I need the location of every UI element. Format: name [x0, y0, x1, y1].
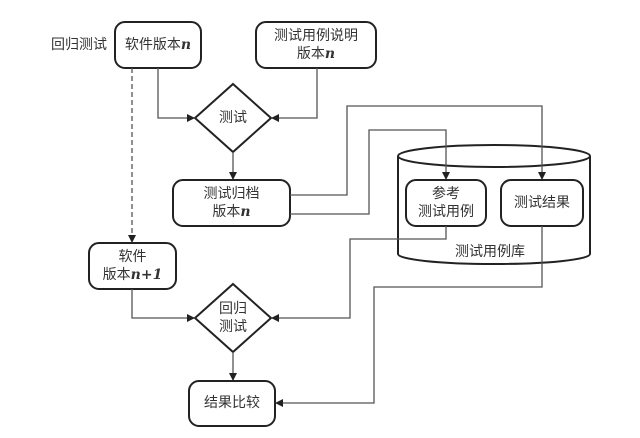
- label-var: n: [240, 204, 251, 220]
- label-test-results: 测试结果: [514, 195, 570, 211]
- label-line1: 参考: [432, 186, 460, 202]
- edge-software-n1-to-regression: [131, 289, 195, 322]
- label-var: n: [180, 37, 192, 53]
- edge-results-to-compare: [275, 226, 543, 407]
- label-software-v-n: 软件版本n: [115, 36, 201, 54]
- label-software-v-n1: 软件 版本n+1: [89, 248, 176, 284]
- label-test-archive: 测试归档 版本n: [173, 185, 290, 221]
- cylinder-top: [397, 144, 591, 168]
- label-regression-decision: 回归 测试: [195, 300, 271, 336]
- box-test-archive: [172, 179, 291, 227]
- box-test-case-spec: [255, 21, 377, 69]
- edge-archive-to-reference: [290, 129, 450, 215]
- label-var: n: [324, 46, 336, 62]
- label-test-case-spec: 测试用例说明 版本n: [256, 27, 376, 63]
- label-line2: 版本: [296, 46, 325, 62]
- edge-spec-to-test: [271, 68, 318, 122]
- label-line1: 软件: [118, 249, 147, 265]
- label-line2: 测试: [219, 319, 247, 335]
- label-test-decision: 测试: [219, 110, 247, 126]
- label-reference-cases: 参考 测试用例: [406, 185, 486, 221]
- label-line1: 测试用例说明: [274, 28, 358, 44]
- label-test-case-library: 测试用例库: [455, 244, 525, 260]
- edge-software-to-test: [157, 68, 195, 122]
- label-line2: 测试用例: [418, 204, 474, 220]
- label-line2: 版本: [102, 267, 131, 283]
- label-result-compare: 结果比较: [204, 395, 260, 411]
- label-line1: 测试归档: [203, 186, 260, 202]
- label-regression-test: 回归测试: [51, 37, 107, 53]
- label-line1: 回归: [219, 301, 247, 317]
- edge-reference-to-regression: [271, 226, 447, 322]
- edge-archive-to-results: [290, 105, 546, 196]
- label-var: n+1: [130, 267, 163, 283]
- label-text: 软件版本: [124, 37, 181, 53]
- label-line2: 版本: [212, 204, 241, 220]
